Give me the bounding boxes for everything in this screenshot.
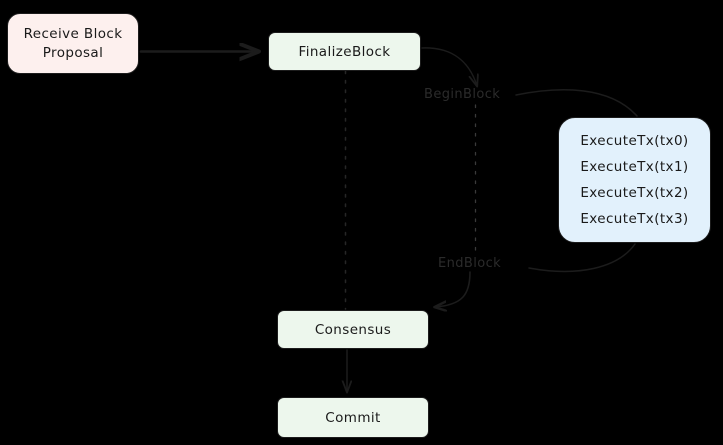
edge-label-end-block: EndBlock (438, 256, 502, 271)
node-label-line: FinalizeBlock (298, 43, 391, 60)
node-label-line: ExecuteTx(tx2) (580, 185, 689, 201)
node-label-line: Proposal (42, 44, 104, 61)
node-label-line: Commit (325, 409, 381, 426)
node-finalize-block[interactable]: FinalizeBlock (268, 32, 421, 71)
edge-executetx-to-endblock (528, 243, 636, 273)
node-label-line: ExecuteTx(tx0) (580, 133, 689, 149)
node-label-line: ExecuteTx(tx1) (580, 159, 689, 175)
edge-label-begin-block: BeginBlock (424, 87, 501, 102)
node-consensus[interactable]: Consensus (277, 310, 429, 349)
node-receive-block-proposal[interactable]: Receive Block Proposal (7, 13, 139, 74)
edge-beginblock-to-executetx (515, 89, 638, 117)
node-label-line: ExecuteTx(tx3) (580, 211, 689, 227)
edge-endblock-to-consensus (435, 271, 471, 307)
node-label-line: Consensus (314, 321, 392, 338)
node-execute-tx[interactable]: ExecuteTx(tx0) ExecuteTx(tx1) ExecuteTx(… (558, 117, 711, 243)
node-commit[interactable]: Commit (277, 397, 429, 438)
edge-finalize-to-beginblock (421, 47, 477, 86)
node-label-line: Receive Block (23, 25, 123, 42)
